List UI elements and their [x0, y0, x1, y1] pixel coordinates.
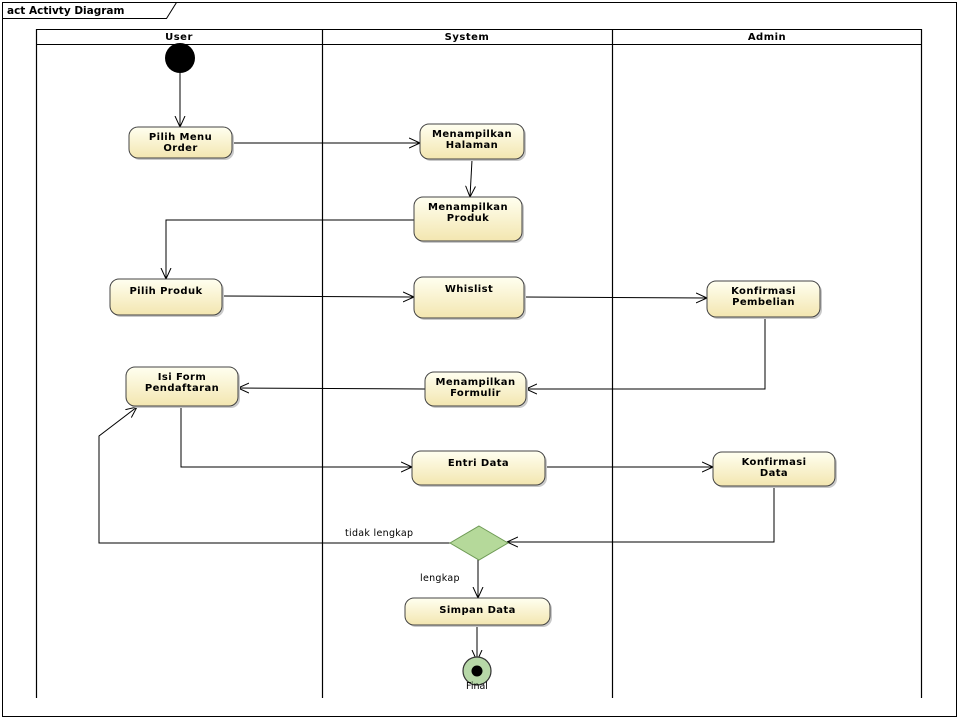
lane-title-user: User [165, 32, 193, 43]
final-node-core [471, 665, 483, 677]
initial-node [165, 43, 195, 73]
action-label: Entri Data [448, 458, 509, 469]
flow-konfirmasi-data-to-decision [507, 486, 775, 542]
action-label: Whislist [445, 284, 493, 295]
action-box [404, 597, 551, 626]
flow-produk-to-pilih-produk [166, 219, 414, 279]
flow-isi-form-to-entri-data [180, 406, 412, 467]
action-box [424, 371, 527, 407]
action-box [413, 276, 525, 319]
control-flows [98, 73, 775, 661]
flow-konfirmasi-pembelian-to-formulir [526, 317, 766, 389]
frame-title-tab [2, 2, 177, 19]
guard-tidak-lengkap: tidak lengkap [345, 528, 413, 539]
flow-pilih-produk-to-whislist [221, 296, 414, 297]
action-label: Isi Form [158, 372, 206, 383]
action-whislist: Whislist [413, 276, 526, 320]
decision-node [449, 525, 509, 561]
flow-formulir-to-isi-form [238, 388, 426, 389]
action-label: Formulir [450, 388, 501, 399]
action-label: Pilih Produk [129, 286, 202, 297]
action-label: Menampilkan [432, 129, 512, 140]
action-box [712, 451, 836, 487]
action-label: Menampilkan [428, 202, 508, 213]
action-label: Simpan Data [439, 605, 516, 616]
action-box [109, 278, 223, 316]
lane-title-admin: Admin [748, 32, 786, 43]
action-entri-data: Entri Data [411, 450, 547, 487]
action-pilih-produk: Pilih Produk [109, 278, 224, 317]
action-simpan-data: Simpan Data [404, 597, 552, 627]
action-box [128, 126, 233, 159]
action-nodes: Pilih MenuOrderMenampilkanHalamanMenampi… [109, 123, 837, 627]
final-node-label: Final [466, 681, 488, 692]
flow-decision-tidak-lengkap [98, 407, 451, 544]
action-label: Order [163, 143, 197, 154]
action-box [125, 366, 239, 407]
action-label: Menampilkan [436, 377, 516, 388]
action-box [411, 450, 546, 486]
action-box [706, 280, 821, 318]
action-label: Konfirmasi [731, 286, 796, 297]
action-label: Data [760, 468, 788, 479]
action-label: Konfirmasi [742, 457, 807, 468]
action-box [419, 123, 525, 160]
guard-lengkap: lengkap [420, 573, 460, 584]
action-label: Pembelian [732, 297, 795, 308]
action-label: Produk [447, 213, 489, 224]
action-box [413, 196, 523, 242]
flow-whislist-to-konfirmasi-pembelian [523, 297, 707, 298]
flow-halaman-to-produk [470, 159, 472, 197]
action-label: Pendaftaran [145, 383, 219, 394]
action-label: Pilih Menu [149, 132, 212, 143]
lane-title-system: System [445, 32, 490, 43]
action-label: Halaman [446, 140, 498, 151]
frame-title: act Activty Diagram [7, 5, 124, 17]
